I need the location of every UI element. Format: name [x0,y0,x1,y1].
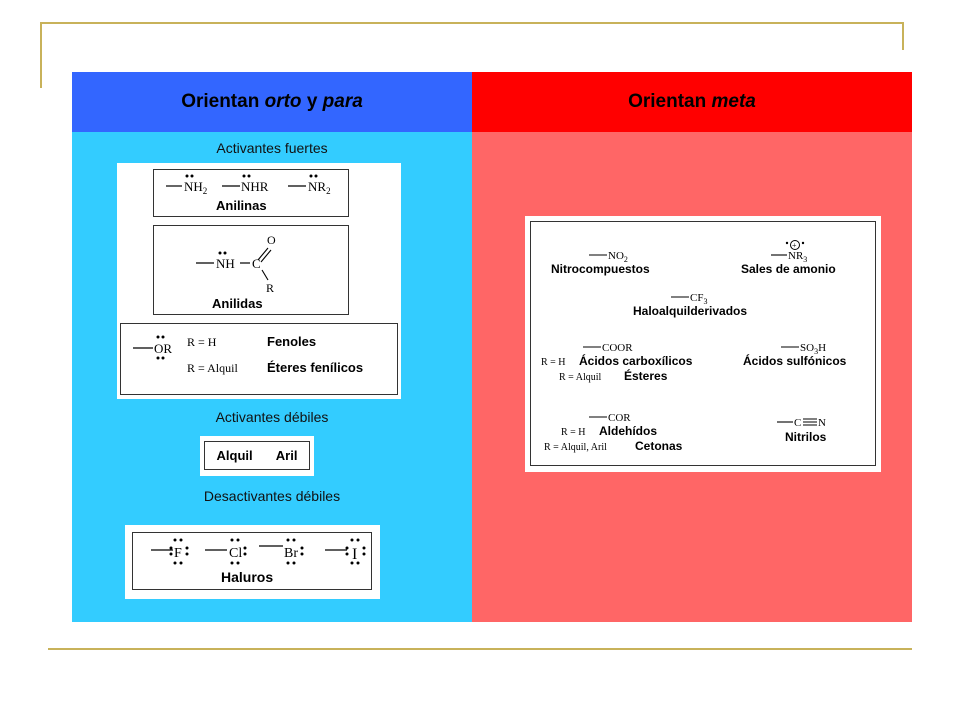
ethers-label: Éteres fenílicos [267,360,363,375]
meta-directors-box: NO2 Nitrocompuestos + NR3 Sales de amoni… [530,221,876,466]
aldehydes-label: Aldehídos [599,424,657,438]
meta-directors-panel: NO2 Nitrocompuestos + NR3 Sales de amoni… [525,216,881,472]
lone-pair-dots [185,174,318,178]
nitro-formula: NO2 [608,250,628,264]
anilides-r: R [266,281,274,295]
phenols-or: OR [154,341,172,356]
anilines-group-2: NHR [241,179,269,194]
header-left-orto: orto [264,91,302,112]
anilines-group-3: NR2 [308,179,331,196]
esters-label: Ésteres [624,368,668,383]
ammonium-label: Sales de amonio [741,262,836,276]
halogen-lone-pairs [169,538,366,565]
meta-directors-diagram: NO2 Nitrocompuestos + NR3 Sales de amoni… [541,240,847,453]
coor-r-alquil: R = Alquil [559,372,602,383]
oxygen-lone-pairs [156,335,165,360]
anilines-diagram: NH2 NHR NR2 Anilinas [166,174,331,213]
chlorine: Cl [229,546,242,561]
header-ortho-para: Orientan orto y para [72,72,472,132]
halides-diagram: F Cl Br I Haluros [151,538,366,585]
left-decor-line [40,22,42,88]
weak-deactivators-title: Desactivantes débiles [203,488,341,504]
coor-r-h: R = H [541,357,566,368]
ammonium-formula: NR3 [788,250,807,264]
header-right-prefix: Orientan [628,91,707,112]
carboxylic-acids-label: Ácidos carboxílicos [579,353,693,368]
phenols-box: OR R = H Fenoles R = Alquil Éteres feníl… [120,323,398,395]
anilides-carbon: C [252,256,261,271]
nitro-label: Nitrocompuestos [551,262,650,276]
haloalkyl-label: Haloalquilderivados [633,304,747,318]
anilines-box: NH2 NHR NR2 Anilinas [153,169,349,217]
header-left-para: para [322,91,363,112]
nitrile-carbon: C [794,417,801,429]
fluorine: F [174,546,182,561]
weak-activators-title: Activantes débiles [215,409,329,425]
halides-label: Haluros [221,569,273,585]
phenols-label: Fenoles [267,334,316,349]
header-left-prefix: Orientan [181,91,260,112]
anilides-nh: NH [216,256,235,271]
ketones-label: Cetonas [635,439,683,453]
header-meta: Orientan meta [472,72,912,132]
alkyl-aryl-box: Alquil Aril [204,441,310,470]
anilides-label: Anilidas [212,296,263,311]
nitrile-nitrogen: N [818,417,826,429]
weak-deactivators-panel: F Cl Br I Haluros [125,525,380,599]
bottom-decor-line [48,648,912,650]
cor-formula: COR [608,412,631,424]
phenols-r-alquil: R = Alquil [187,361,238,375]
anilides-oxygen: O [267,233,276,247]
so3h-formula: SO3H [800,342,826,356]
phenols-diagram: OR R = H Fenoles R = Alquil Éteres feníl… [133,334,363,375]
phenols-r-h: R = H [187,335,217,349]
right-decor-line [902,22,904,50]
header-left-mid: y [306,91,318,112]
strong-activators-panel: NH2 NHR NR2 Anilinas O NH C R Anilidas [117,163,401,399]
header-right-meta: meta [711,91,756,112]
meta-column: NO2 Nitrocompuestos + NR3 Sales de amoni… [472,132,912,622]
halides-box: F Cl Br I Haluros [132,532,372,590]
anilides-box: O NH C R Anilidas [153,225,349,315]
iodine: I [352,546,357,563]
bromine: Br [284,546,298,561]
sulfonic-acids-label: Ácidos sulfónicos [743,353,847,368]
cor-r-h: R = H [561,427,586,438]
ammonium-charge: + [792,241,797,250]
nitriles-label: Nitrilos [785,430,827,444]
top-decor-line [40,22,904,24]
aryl-label: Aril [275,448,298,463]
anilines-label: Anilinas [216,198,267,213]
weak-activators-panel: Alquil Aril [200,436,314,476]
alkyl-label: Alquil [216,448,253,463]
strong-activators-title: Activantes fuertes [216,140,328,156]
cf3-formula: CF3 [690,292,707,306]
anilines-group-1: NH2 [184,179,207,196]
cor-r-alquil-aril: R = Alquil, Aril [544,442,607,453]
ortho-para-column: Activantes fuertes NH2 NHR NR2 Anilinas … [72,132,472,622]
anilides-diagram: O NH C R Anilidas [196,233,276,311]
coor-formula: COOR [602,342,633,354]
